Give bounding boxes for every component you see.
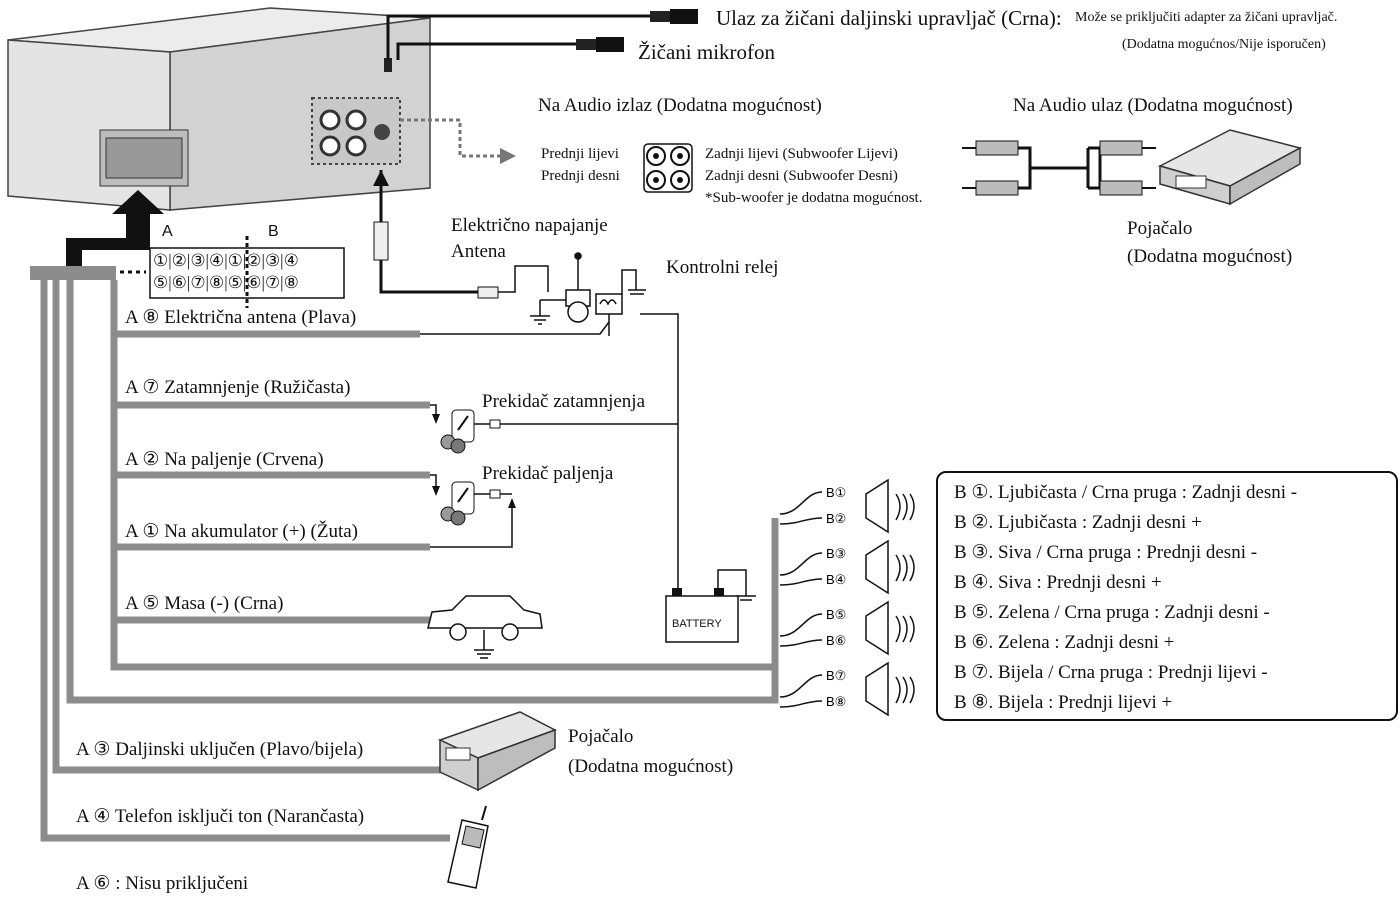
ignition-switch-label: Prekidač paljenja: [482, 463, 614, 484]
speaker-label: B⑥: [826, 633, 846, 648]
wire-a5-label: A ⑤ Masa (-) (Crna): [125, 593, 284, 614]
pin: ④|: [208, 251, 228, 270]
subwoofer-note: *Sub-woofer je dodatna mogućnost.: [705, 190, 923, 206]
remote-plug-icon: [650, 11, 670, 22]
pin: ④: [283, 251, 299, 270]
head-unit: [7, 7, 431, 211]
pin-row: ①|②|③|④|①|②|③|④: [153, 250, 299, 272]
power-antenna-icon: [530, 252, 646, 336]
wire-a8-label: A ⑧ Električna antena (Plava): [125, 307, 357, 328]
signal-lines: [420, 313, 756, 601]
pin: ⑤|: [153, 273, 172, 292]
amp-bottom-line2: (Dodatna mogućnost): [568, 756, 734, 777]
dimmer-switch-label: Prekidač zatamnjenja: [482, 391, 646, 412]
amp-bottom-line1: Pojačalo: [568, 726, 634, 747]
pin: ⑧|: [208, 273, 228, 292]
wire-a1-label: A ① Na akumulator (+) (Žuta): [125, 521, 358, 542]
speaker-label: B②: [826, 511, 846, 526]
remote-input-label: Ulaz za žičani daljinski upravljač (Crna…: [716, 6, 1062, 30]
wire-a3-label: A ③ Daljinski uključen (Plavo/bijela): [76, 739, 364, 760]
pin: ①|: [227, 251, 247, 270]
speakers: B① B② B③ B④ B⑤ B⑥ B⑦ B⑧: [779, 478, 915, 717]
speaker-label: B⑤: [826, 607, 846, 622]
pin: ⑥|: [171, 273, 191, 292]
connector-b-label: B: [268, 223, 279, 240]
pin: ⑦|: [264, 273, 284, 292]
remote-note-2: (Dodatna mogućnos/Nije isporučen): [1122, 37, 1326, 52]
pin-row: ⑤|⑥|⑦|⑧|⑤|⑥|⑦|⑧: [153, 272, 299, 294]
speaker-wire-legend: B ①. Ljubičasta / Crna pruga : Zadnji de…: [936, 471, 1398, 721]
front-left-label: Prednji lijevi: [541, 146, 619, 162]
legend-row: B ②. Ljubičasta : Zadnji desni +: [954, 512, 1202, 533]
top-cables: [386, 14, 650, 60]
amp-top-line2: (Dodatna mogućnost): [1127, 246, 1293, 267]
ignition-switch-icon: [440, 481, 501, 526]
car-icon: [427, 595, 543, 659]
legend-row: B ④. Siva : Prednji desni +: [954, 572, 1162, 593]
speaker-label: B①: [826, 485, 846, 500]
amplifier-bottom-icon: [438, 711, 557, 792]
antenna-line2: Antena: [451, 241, 506, 262]
phone-icon: [447, 805, 489, 889]
speaker-icon: B① B②: [779, 478, 915, 534]
speaker-icon: B⑤ B⑥: [779, 600, 915, 656]
wire-a4-label: A ④ Telefon isključi ton (Narančasta): [76, 806, 365, 827]
dimmer-switch-icon: [440, 409, 501, 454]
rear-right-label: Zadnji desni (Subwoofer Desni): [705, 168, 898, 184]
pin: ⑦|: [190, 273, 209, 292]
battery-icon: [665, 588, 739, 643]
mic-plug-icon: [576, 39, 596, 50]
speaker-label: B③: [826, 546, 846, 561]
rca-output-jacks: [643, 143, 693, 193]
legend-row: B ⑥. Zelena : Zadnji desni +: [954, 632, 1175, 653]
pin: ⑥|: [246, 273, 265, 292]
amplifier-top-icon: [1157, 129, 1303, 206]
legend-row: B ⑦. Bijela / Crna pruga : Prednji lijev…: [954, 662, 1268, 683]
pin: ⑧: [283, 273, 299, 292]
battery-label: BATTERY: [672, 618, 722, 630]
pin: ②|: [246, 251, 265, 270]
speaker-label: B④: [826, 572, 846, 587]
pin: ①|: [153, 251, 172, 270]
wire-a7-label: A ⑦ Zatamnjenje (Ružičasta): [125, 377, 351, 398]
speaker-icon: B③ B④: [779, 539, 915, 595]
arrow-icon: [500, 148, 516, 164]
audio-out-title: Na Audio izlaz (Dodatna mogućnost): [538, 95, 822, 116]
microphone-label: Žičani mikrofon: [638, 40, 776, 64]
pin: ③|: [190, 251, 209, 270]
wire-a6-label: A ⑥ : Nisu priključeni: [76, 873, 249, 894]
remote-jack-icon: [670, 9, 698, 24]
wire-a2-label: A ② Na paljenje (Crvena): [125, 449, 324, 470]
rca-cables: [962, 140, 1156, 196]
relay-label: Kontrolni relej: [666, 257, 779, 278]
harness: [40, 280, 779, 842]
rear-left-label: Zadnji lijevi (Subwoofer Lijevi): [705, 146, 898, 162]
legend-row: B ⑧. Bijela : Prednji lijevi +: [954, 692, 1173, 713]
speaker-label: B⑧: [826, 694, 846, 709]
audio-in-title: Na Audio ulaz (Dodatna mogućnost): [1013, 95, 1293, 116]
remote-note-1: Može se priključiti adapter za žičani up…: [1075, 10, 1338, 25]
speaker-icon: B⑦ B⑧: [779, 661, 915, 717]
connector-a-label: A: [162, 223, 173, 240]
legend-row: B ①. Ljubičasta / Crna pruga : Zadnji de…: [954, 482, 1298, 503]
pin: ②|: [171, 251, 191, 270]
legend-row: B ③. Siva / Crna pruga : Prednji desni -: [954, 542, 1258, 563]
front-right-label: Prednji desni: [541, 168, 620, 184]
antenna-cable: [373, 170, 549, 299]
legend-row: B ⑤. Zelena / Crna pruga : Zadnji desni …: [954, 602, 1270, 623]
antenna-line1: Električno napajanje: [451, 215, 608, 236]
pin: ③|: [264, 251, 284, 270]
speaker-label: B⑦: [826, 668, 846, 683]
mic-jack-icon: [596, 37, 624, 52]
pin: ⑤|: [227, 273, 247, 292]
harness-top: [30, 190, 164, 280]
amp-top-line1: Pojačalo: [1127, 218, 1193, 239]
pin-connector-icon: [149, 236, 345, 308]
